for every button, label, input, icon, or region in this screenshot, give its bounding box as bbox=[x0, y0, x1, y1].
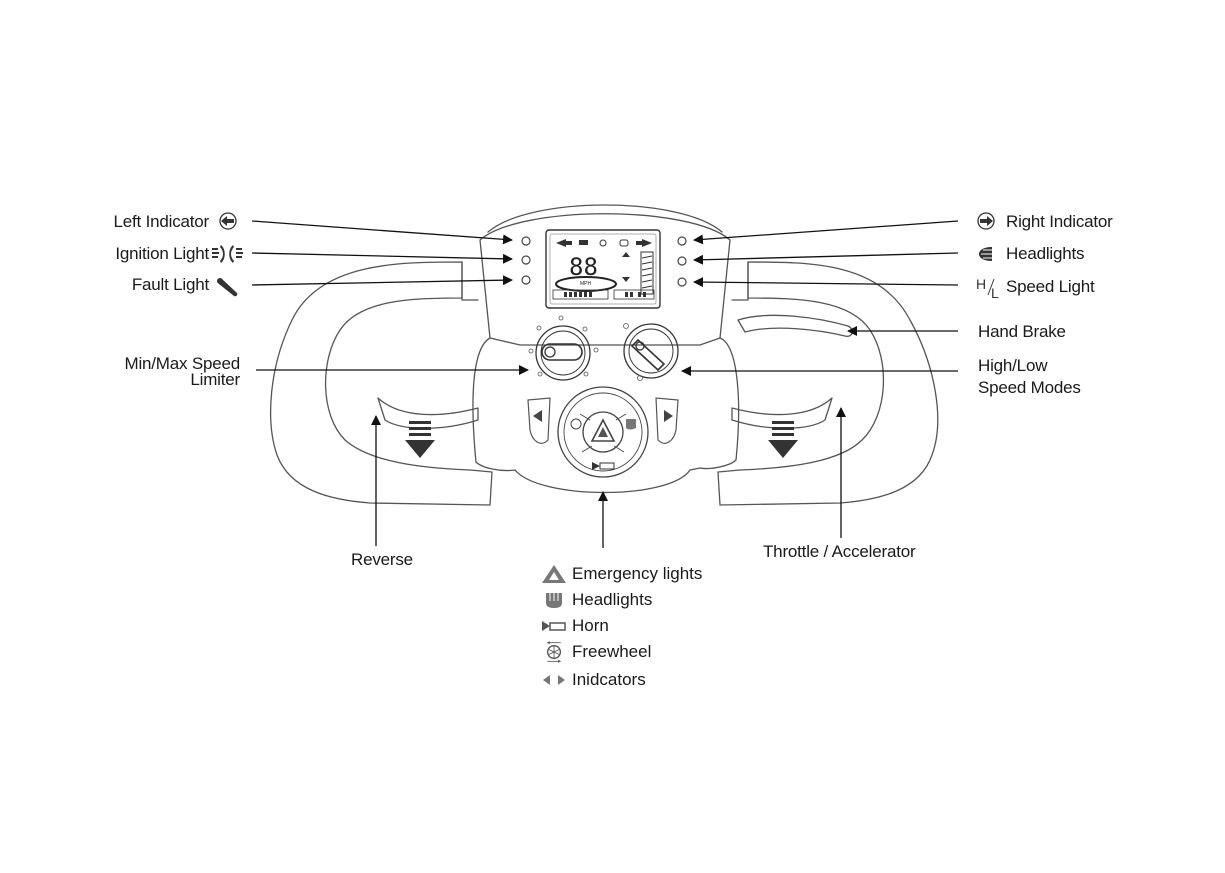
left-indicator-icon bbox=[220, 213, 236, 229]
svg-text:H: H bbox=[976, 276, 986, 292]
speed-modes-label: Speed Modes bbox=[978, 379, 1081, 396]
reverse-label: Reverse bbox=[351, 551, 413, 568]
hand-brake-label: Hand Brake bbox=[978, 323, 1066, 340]
high-low-speed-label: High/Low bbox=[978, 357, 1047, 374]
speed-light-icon: H L bbox=[976, 276, 999, 301]
left-indicator-label: Left Indicator bbox=[114, 213, 209, 230]
horn-icon bbox=[540, 615, 568, 637]
center-button-cluster bbox=[558, 387, 648, 477]
ignition-light-label: Ignition Light bbox=[115, 245, 209, 262]
legend-item: Headlights bbox=[540, 589, 652, 611]
legend-label: Headlights bbox=[572, 590, 652, 610]
right-handlebar bbox=[718, 262, 938, 505]
min-max-speed-label-2: Limiter bbox=[190, 371, 240, 388]
wrench-icon bbox=[217, 278, 237, 296]
svg-text:L: L bbox=[991, 285, 999, 301]
lcd-unit: MPH bbox=[580, 281, 592, 287]
lcd-display: 88 MPH bbox=[546, 230, 660, 308]
legend-item: Horn bbox=[540, 615, 609, 637]
legend-label: Emergency lights bbox=[572, 564, 702, 584]
headlights-label: Headlights bbox=[1006, 245, 1084, 262]
legend-item: Inidcators bbox=[540, 669, 646, 691]
min-max-speed-dial bbox=[529, 316, 598, 380]
emergency-triangle-icon bbox=[540, 563, 568, 585]
ignition-light-icon bbox=[212, 245, 243, 263]
speed-light-label: Speed Light bbox=[1006, 278, 1095, 295]
indicator-arrows-icon bbox=[540, 669, 568, 691]
right-indicator-label: Right Indicator bbox=[1006, 213, 1113, 230]
headlight-icon bbox=[540, 589, 568, 611]
throttle-label: Throttle / Accelerator bbox=[763, 543, 915, 560]
console-top-bezel bbox=[488, 205, 722, 232]
hand-brake-lever bbox=[738, 315, 852, 336]
legend-label: Horn bbox=[572, 616, 609, 636]
legend-item: Freewheel bbox=[540, 641, 651, 663]
legend-item: Emergency lights bbox=[540, 563, 702, 585]
left-handlebar bbox=[271, 262, 492, 505]
high-low-speed-dial bbox=[624, 324, 679, 381]
fault-light-label: Fault Light bbox=[132, 276, 209, 293]
right-indicator-icon bbox=[978, 213, 994, 229]
freewheel-icon bbox=[540, 641, 568, 663]
legend-label: Inidcators bbox=[572, 670, 646, 690]
legend-label: Freewheel bbox=[572, 642, 651, 662]
headlights-icon bbox=[979, 247, 992, 261]
